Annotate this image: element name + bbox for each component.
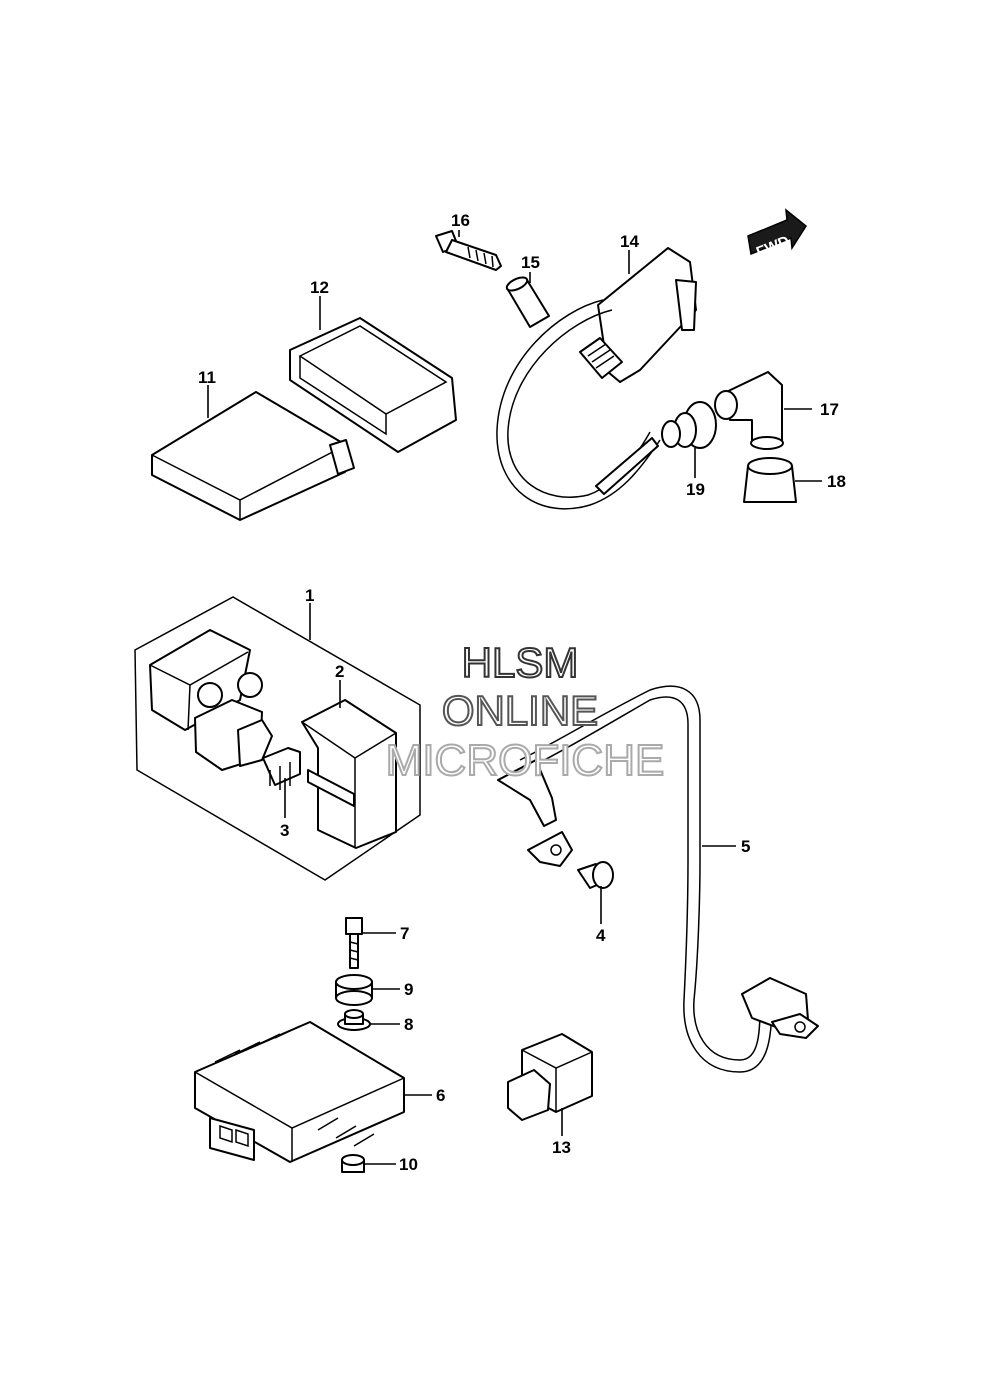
callout-11: 11 <box>198 368 216 387</box>
grommet-part-19 <box>661 401 717 449</box>
callout-5: 5 <box>741 837 750 856</box>
callout-17: 17 <box>820 400 839 419</box>
leader-lines <box>207 230 822 1165</box>
callout-2: 2 <box>335 662 344 681</box>
callout-15: 15 <box>521 253 540 272</box>
callout-16: 16 <box>451 211 470 230</box>
callout-6: 6 <box>436 1086 445 1105</box>
grommet-part-9 <box>335 974 373 1006</box>
connector-part-13 <box>507 1033 593 1121</box>
callout-1: 1 <box>305 586 314 605</box>
callout-9: 9 <box>404 980 413 999</box>
callout-3: 3 <box>280 821 289 840</box>
boot-part-18 <box>743 457 797 503</box>
watermark-line-1: HLSM <box>462 639 579 686</box>
collar-part-8 <box>337 1009 371 1031</box>
callout-18: 18 <box>827 472 846 491</box>
callout-19: 19 <box>686 480 705 499</box>
fwd-arrow-icon: FWD <box>747 208 807 261</box>
watermark-line-2: ONLINE <box>442 687 598 734</box>
callout-4: 4 <box>596 926 606 945</box>
watermark-line-3: MICROFICHE <box>386 736 665 785</box>
case-part-12 <box>289 317 457 453</box>
watermark: HLSM ONLINE MICROFICHE <box>385 638 666 786</box>
callout-12: 12 <box>310 278 329 297</box>
bolt-part-7 <box>345 917 363 969</box>
bolt-part-16 <box>435 230 502 271</box>
screw-part-4 <box>577 861 614 889</box>
callout-14: 14 <box>620 232 639 251</box>
callout-8: 8 <box>404 1015 413 1034</box>
plug-cap-part-17 <box>714 371 784 450</box>
battery-cable-part-5 <box>497 685 819 1073</box>
relay-cover-part-2 <box>301 699 397 849</box>
fuse-part-3 <box>262 747 301 790</box>
regulator-part-6 <box>194 1021 405 1163</box>
callout-13: 13 <box>552 1138 571 1157</box>
ignition-coil-part-14 <box>496 247 697 510</box>
relay-assembly-box-part-1 <box>134 596 421 881</box>
callout-labels: 16 15 14 12 11 17 18 19 1 2 3 5 4 7 9 8 … <box>198 211 846 1174</box>
nut-part-10 <box>341 1154 365 1173</box>
callout-10: 10 <box>399 1155 418 1174</box>
sleeve-part-15 <box>505 276 550 328</box>
ecm-part-11 <box>151 391 355 521</box>
callout-7: 7 <box>400 924 409 943</box>
